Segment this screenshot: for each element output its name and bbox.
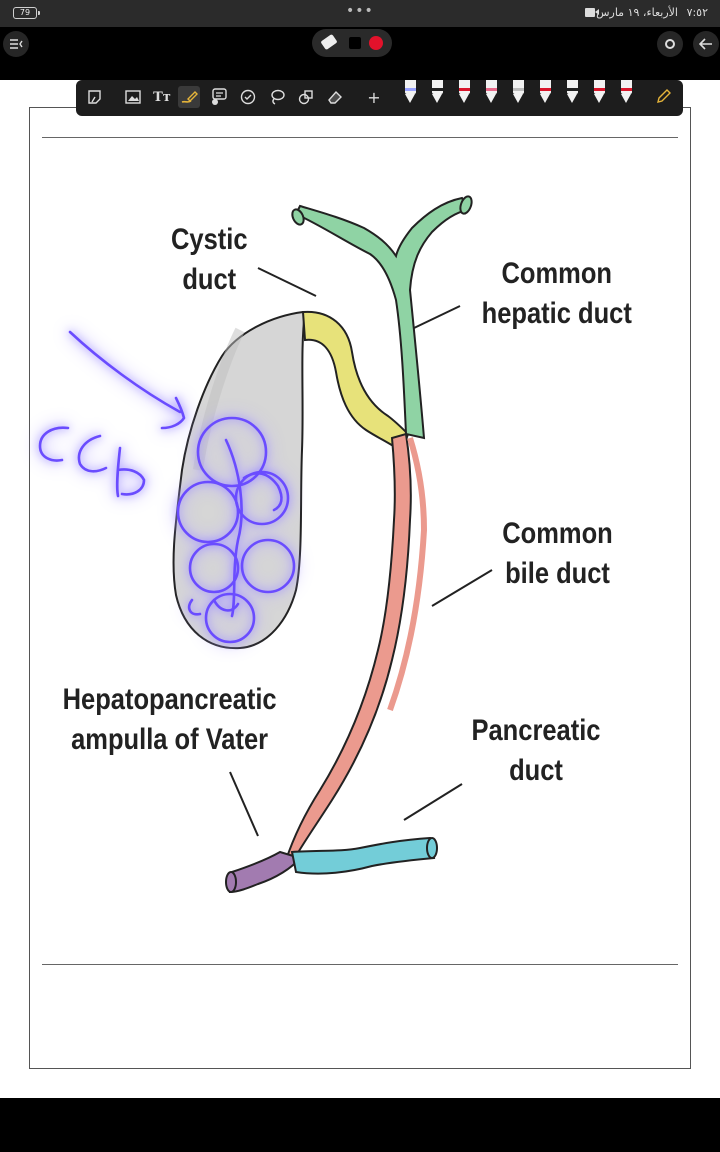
add-label: + <box>367 87 381 107</box>
eraser-icon[interactable] <box>320 33 338 51</box>
app-bar <box>0 27 720 80</box>
sticker-icon[interactable] <box>237 86 259 108</box>
pen-4[interactable] <box>485 80 498 108</box>
label-line: ampulla of Vater <box>71 723 269 756</box>
pen-5[interactable] <box>512 80 525 108</box>
color-red-swatch[interactable] <box>369 36 383 50</box>
text-tool-label: Tт <box>153 89 171 105</box>
label-line: duct <box>509 754 563 787</box>
label-line: Common <box>501 257 613 290</box>
drawing-toolbar: Tт + <box>76 80 683 116</box>
pen-7[interactable] <box>566 80 579 108</box>
pen-1[interactable] <box>404 80 417 108</box>
add-icon[interactable]: + <box>363 86 385 108</box>
pen-2[interactable] <box>431 80 444 108</box>
comment-icon[interactable] <box>208 86 230 108</box>
label-line: duct <box>182 263 237 296</box>
status-time: ٧:٥٢ <box>686 6 708 19</box>
image-icon[interactable] <box>122 86 144 108</box>
pen-9[interactable] <box>620 80 633 108</box>
back-arrow-icon[interactable] <box>693 31 719 57</box>
label-cystic-duct: Cystic duct <box>171 220 248 300</box>
pen-6[interactable] <box>539 80 552 108</box>
pen-quick-picker[interactable] <box>312 29 392 57</box>
label-line: Pancreatic <box>471 714 601 747</box>
label-common-bile-duct: Common bile duct <box>498 514 617 594</box>
pencil-icon[interactable] <box>652 86 674 108</box>
label-line: Common <box>502 517 613 550</box>
lasso-icon[interactable] <box>266 86 288 108</box>
battery-icon: 79 <box>13 7 40 19</box>
label-pancreatic-duct: Pancreatic duct <box>468 711 604 791</box>
record-icon[interactable] <box>657 31 683 57</box>
label-line: hepatic duct <box>481 297 632 330</box>
shapes-icon[interactable] <box>295 86 317 108</box>
status-date: الأربعاء، ١٩ مارس <box>596 6 678 19</box>
pen-8[interactable] <box>593 80 606 108</box>
label-hepatopancreatic-ampulla: Hepatopancreatic ampulla of Vater <box>54 680 285 760</box>
label-line: bile duct <box>505 557 610 590</box>
color-black-swatch[interactable] <box>349 37 361 49</box>
status-bar: 79 ••• الأربعاء، ١٩ مارس ٧:٥٢ <box>0 0 720 27</box>
multitask-dots[interactable]: ••• <box>346 3 374 19</box>
video-camera-icon <box>585 8 599 17</box>
highlighter-icon[interactable] <box>178 86 200 108</box>
eraser-icon[interactable] <box>324 86 346 108</box>
top-divider <box>42 137 678 138</box>
bottom-bar <box>0 1098 720 1152</box>
lasso-select-icon[interactable] <box>84 86 106 108</box>
bottom-divider <box>42 964 678 965</box>
label-line: Cystic <box>171 223 248 256</box>
text-icon[interactable]: Tт <box>151 86 173 108</box>
label-common-hepatic-duct: Common hepatic duct <box>476 254 638 334</box>
menu-icon[interactable] <box>3 31 29 57</box>
pen-3[interactable] <box>458 80 471 108</box>
label-line: Hepatopancreatic <box>62 683 277 716</box>
